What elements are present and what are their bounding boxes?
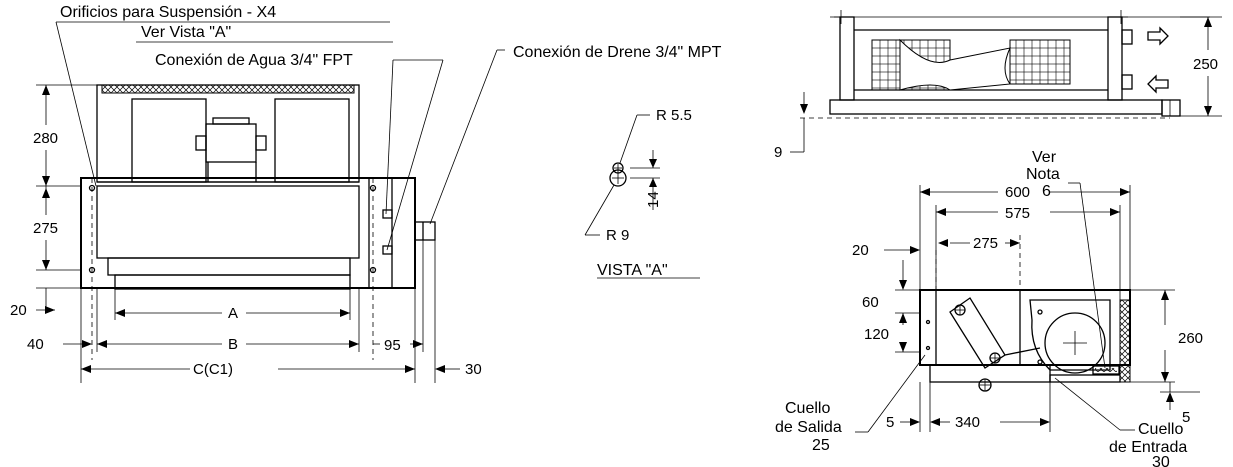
dim-95: 95 [384, 337, 401, 354]
dim-c: C(C1) [193, 361, 233, 378]
dim-250: 250 [1193, 56, 1218, 73]
dim-575: 575 [1005, 205, 1030, 222]
dim-20-front: 20 [10, 302, 27, 319]
radius-small-label: R 5.5 [656, 107, 692, 124]
view-a-title: VISTA "A" [597, 262, 668, 279]
dim-340: 340 [955, 414, 980, 431]
see-note-label-3: 6 [1042, 183, 1051, 200]
dim-40: 40 [27, 336, 44, 353]
suspension-holes-callout: Orificios para Suspensión - X4 [60, 4, 276, 21]
front-view [36, 21, 505, 383]
dim-280: 280 [33, 130, 58, 147]
dim-260: 260 [1178, 330, 1203, 347]
spacing-label: 14 [645, 191, 662, 208]
inlet-collar-label-3: 30 [1152, 454, 1170, 467]
drain-connection-callout: Conexión de Drene 3/4" MPT [513, 44, 722, 61]
outlet-collar-label-2: de Salida [775, 419, 842, 436]
dim-a: A [228, 305, 238, 322]
dim-20-side: 20 [852, 242, 869, 259]
dim-600: 600 [1005, 184, 1030, 201]
dim-5-left: 5 [886, 414, 894, 431]
dim-120: 120 [864, 326, 889, 343]
inlet-collar-label-1: Cuello [1138, 421, 1183, 438]
dim-9: 9 [774, 144, 782, 161]
see-note-label-2: Nota [1026, 166, 1060, 183]
see-note-label-1: Ver [1032, 149, 1057, 166]
outlet-collar-label-3: 25 [812, 437, 830, 454]
see-view-a-callout: Ver Vista "A" [141, 24, 231, 41]
dim-60: 60 [862, 294, 879, 311]
side-view [855, 182, 1200, 433]
dim-275-side: 275 [973, 235, 998, 252]
dim-b: B [228, 336, 238, 353]
radius-large-label: R 9 [606, 227, 629, 244]
water-connection-callout: Conexión de Agua 3/4" FPT [155, 52, 353, 69]
view-a-detail [584, 114, 700, 279]
dim-5-right: 5 [1182, 409, 1190, 426]
inlet-collar-label-2: de Entrada [1109, 439, 1187, 456]
dim-275-front: 275 [33, 220, 58, 237]
dim-30-front: 30 [465, 361, 482, 378]
top-view [790, 10, 1222, 153]
outlet-collar-label-1: Cuello [785, 400, 830, 417]
